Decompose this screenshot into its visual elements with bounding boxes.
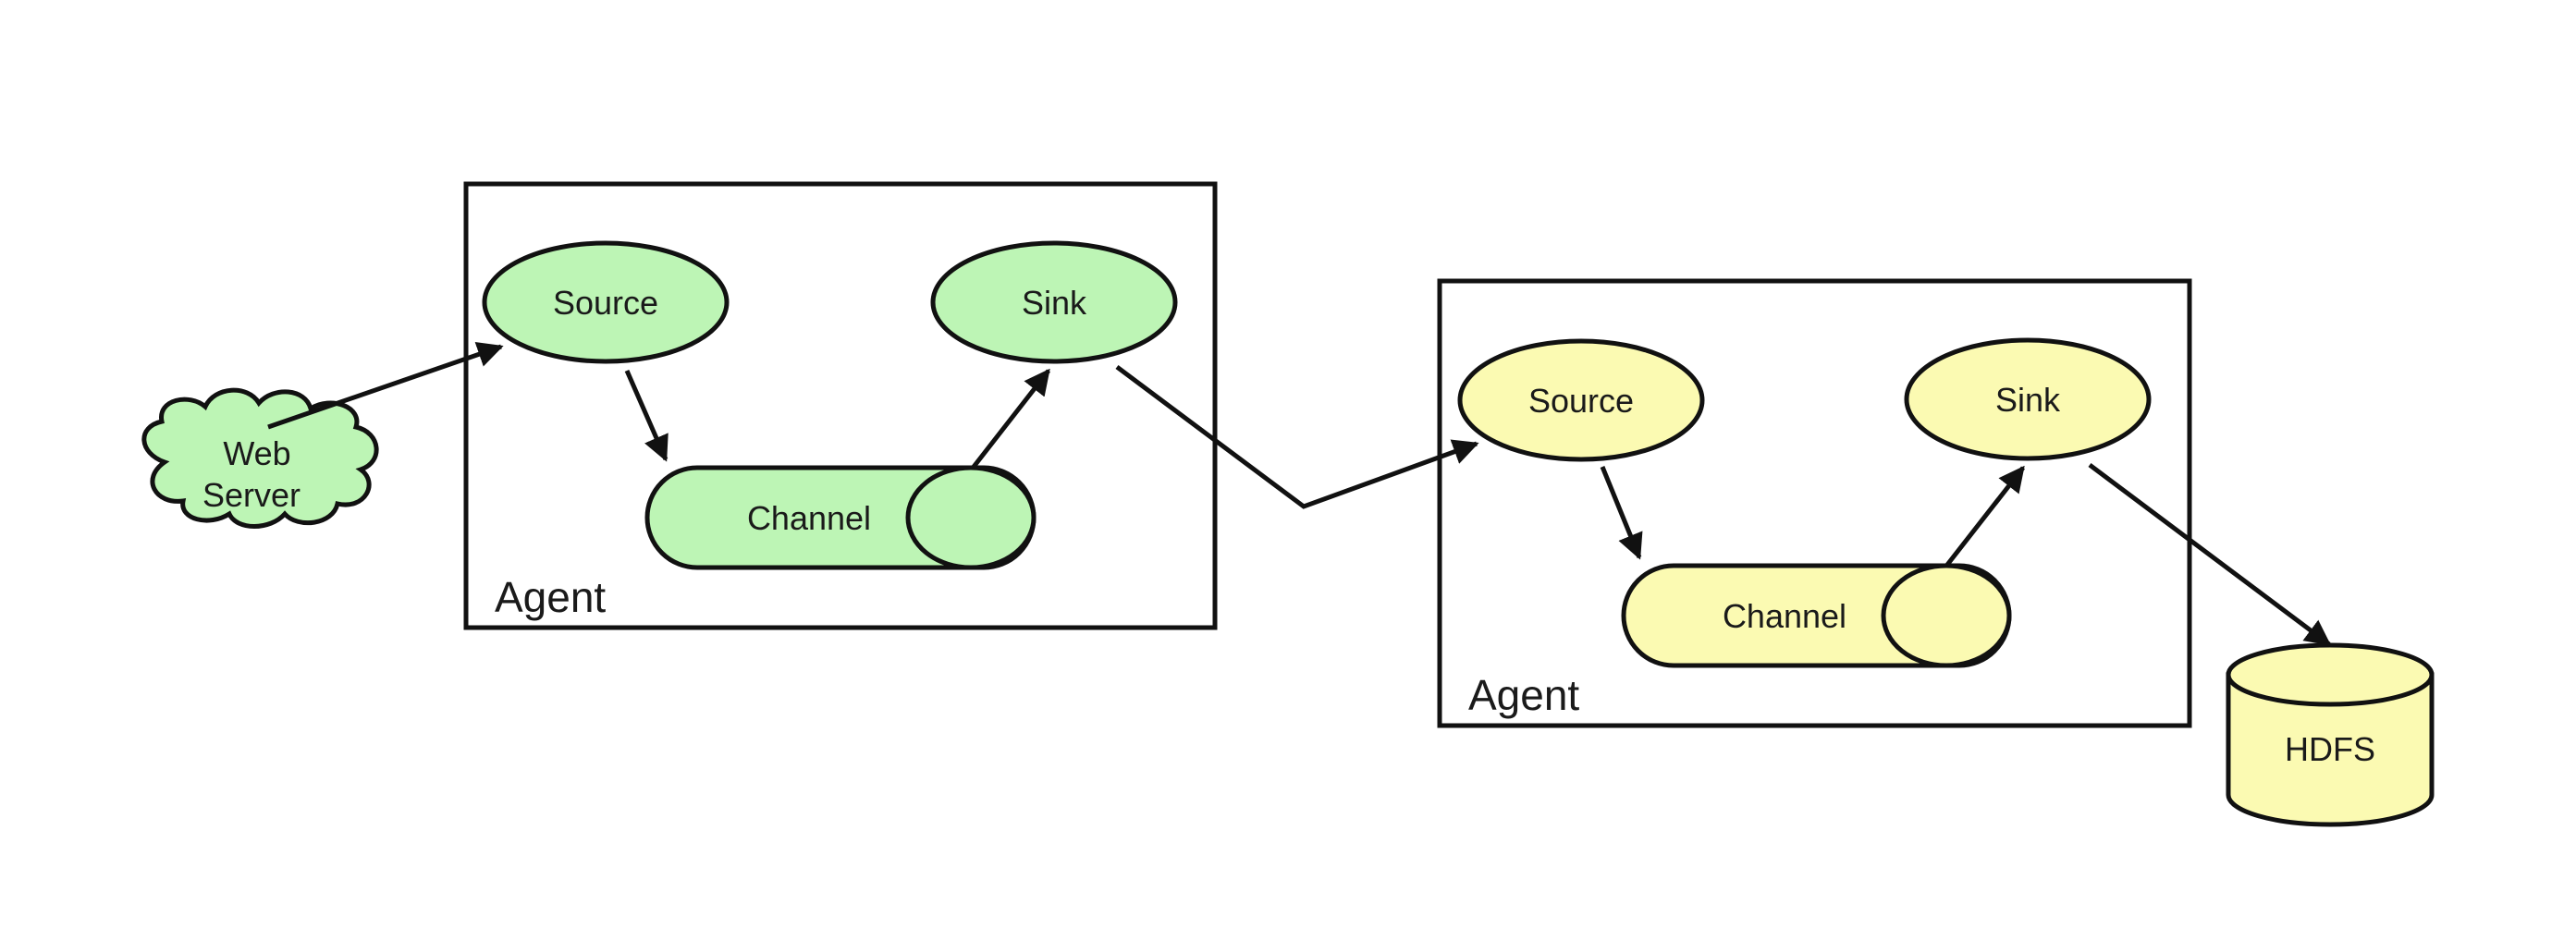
agent-1-sink: Sink (930, 240, 1178, 364)
agent-2-sink: Sink (1904, 337, 2152, 461)
agent-2-box (1437, 278, 2192, 728)
web-server-label-line2: Server (202, 476, 301, 514)
agent-2-channel-to-sink-arrow (1945, 465, 2025, 567)
agent-1-channel-label: Channel (747, 499, 871, 537)
cloud-icon (141, 387, 379, 529)
agent-1-sink-label: Sink (1022, 284, 1087, 322)
agent-1-sink-to-agent-2-source-arrow (1115, 364, 1479, 509)
agent-2-sink-to-hdfs-arrow (2088, 462, 2332, 647)
agent-1-channel-to-sink-arrow (972, 368, 1050, 469)
web-server-to-source-arrow (267, 341, 504, 430)
agent-2-channel-label: Channel (1723, 597, 1846, 635)
database-icon (2226, 672, 2435, 827)
hdfs-cylinder: HDFS (2226, 642, 2435, 827)
agent-2: Agent Source Sink Channel (1437, 278, 2192, 728)
agent-1-source: Source (482, 240, 730, 364)
web-server-cloud: Web Server (141, 387, 379, 529)
agent-2-sink-label: Sink (1995, 381, 2061, 419)
web-server-label-line1: Web (223, 434, 290, 472)
agent-2-source-label: Source (1528, 382, 1634, 420)
agent-1: Agent Source Sink Channel (463, 181, 1218, 630)
agent-2-label: Agent (1468, 671, 1579, 719)
agent-1-source-to-channel-arrow (624, 369, 669, 462)
agent-1-box (463, 181, 1218, 630)
agent-1-channel: Channel (644, 465, 1037, 570)
agent-2-source-to-channel-arrow (1600, 466, 1643, 560)
agent-1-source-label: Source (553, 284, 658, 322)
agent-2-channel: Channel (1621, 563, 2012, 668)
agent-1-label: Agent (495, 573, 606, 621)
hdfs-label: HDFS (2285, 730, 2375, 768)
agent-2-source: Source (1457, 338, 1705, 462)
